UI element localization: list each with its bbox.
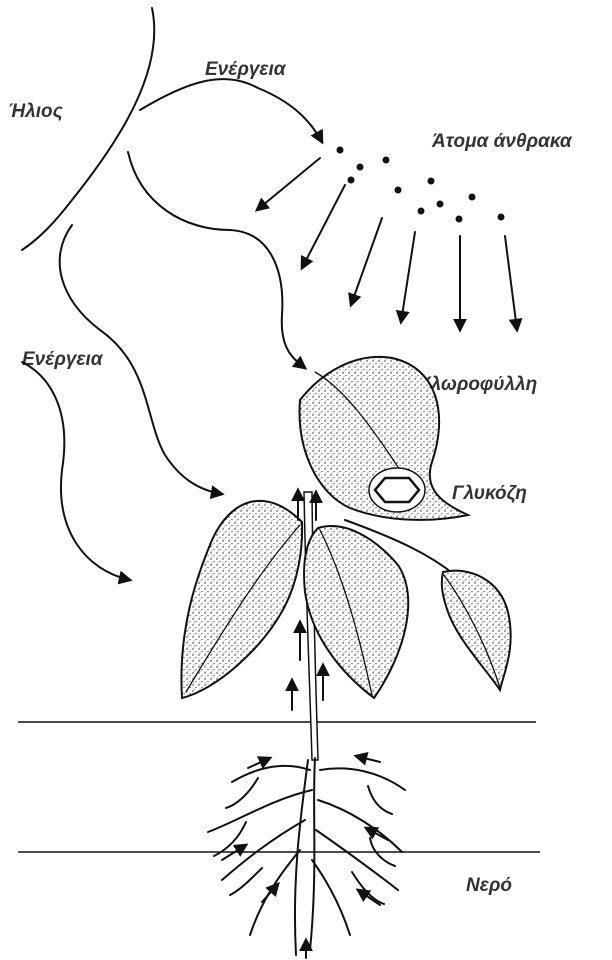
plant [181, 357, 510, 958]
carbon-arrow [505, 236, 517, 330]
sun-ray-main [22, 8, 154, 250]
carbon-atom [469, 194, 476, 201]
carbon-arrow [302, 185, 345, 268]
carbon-atom [383, 157, 390, 164]
carbon-atom [357, 164, 364, 171]
root [250, 850, 300, 935]
root-arrow [358, 890, 380, 905]
glucose-molecule [369, 468, 425, 512]
root [230, 868, 262, 895]
carbon-arrow [401, 232, 415, 322]
sun-ray-branch-low [60, 225, 222, 494]
root-arrow [356, 756, 380, 762]
carbon-atom [348, 177, 355, 184]
leaf-center [304, 526, 408, 698]
carbon-atom [395, 187, 402, 194]
carbon-arrow [351, 218, 382, 305]
sun-ray-branch-top [140, 79, 322, 142]
root-arrow [262, 884, 278, 902]
root [320, 768, 405, 790]
root [232, 766, 310, 782]
ground-lines [18, 722, 540, 852]
root-arrow [248, 758, 270, 768]
root [222, 820, 305, 880]
carbon-atoms [337, 147, 505, 223]
energy-left-arrow [22, 362, 130, 580]
carbon-atom [437, 201, 444, 208]
root [318, 800, 402, 852]
root [368, 786, 392, 814]
root [226, 778, 258, 808]
carbon-atom [418, 208, 425, 215]
carbon-atom [456, 216, 463, 223]
root-main-2 [295, 760, 308, 955]
roots [208, 758, 405, 955]
carbon-atom [498, 214, 505, 221]
sun-ray-branch-mid [128, 152, 305, 368]
carbon-arrows [257, 158, 517, 330]
root-main [310, 758, 315, 950]
sun-rays [22, 8, 322, 580]
carbon-atom [428, 178, 435, 185]
root [312, 860, 350, 935]
carbon-atom [337, 147, 344, 154]
carbon-arrow [257, 158, 320, 210]
